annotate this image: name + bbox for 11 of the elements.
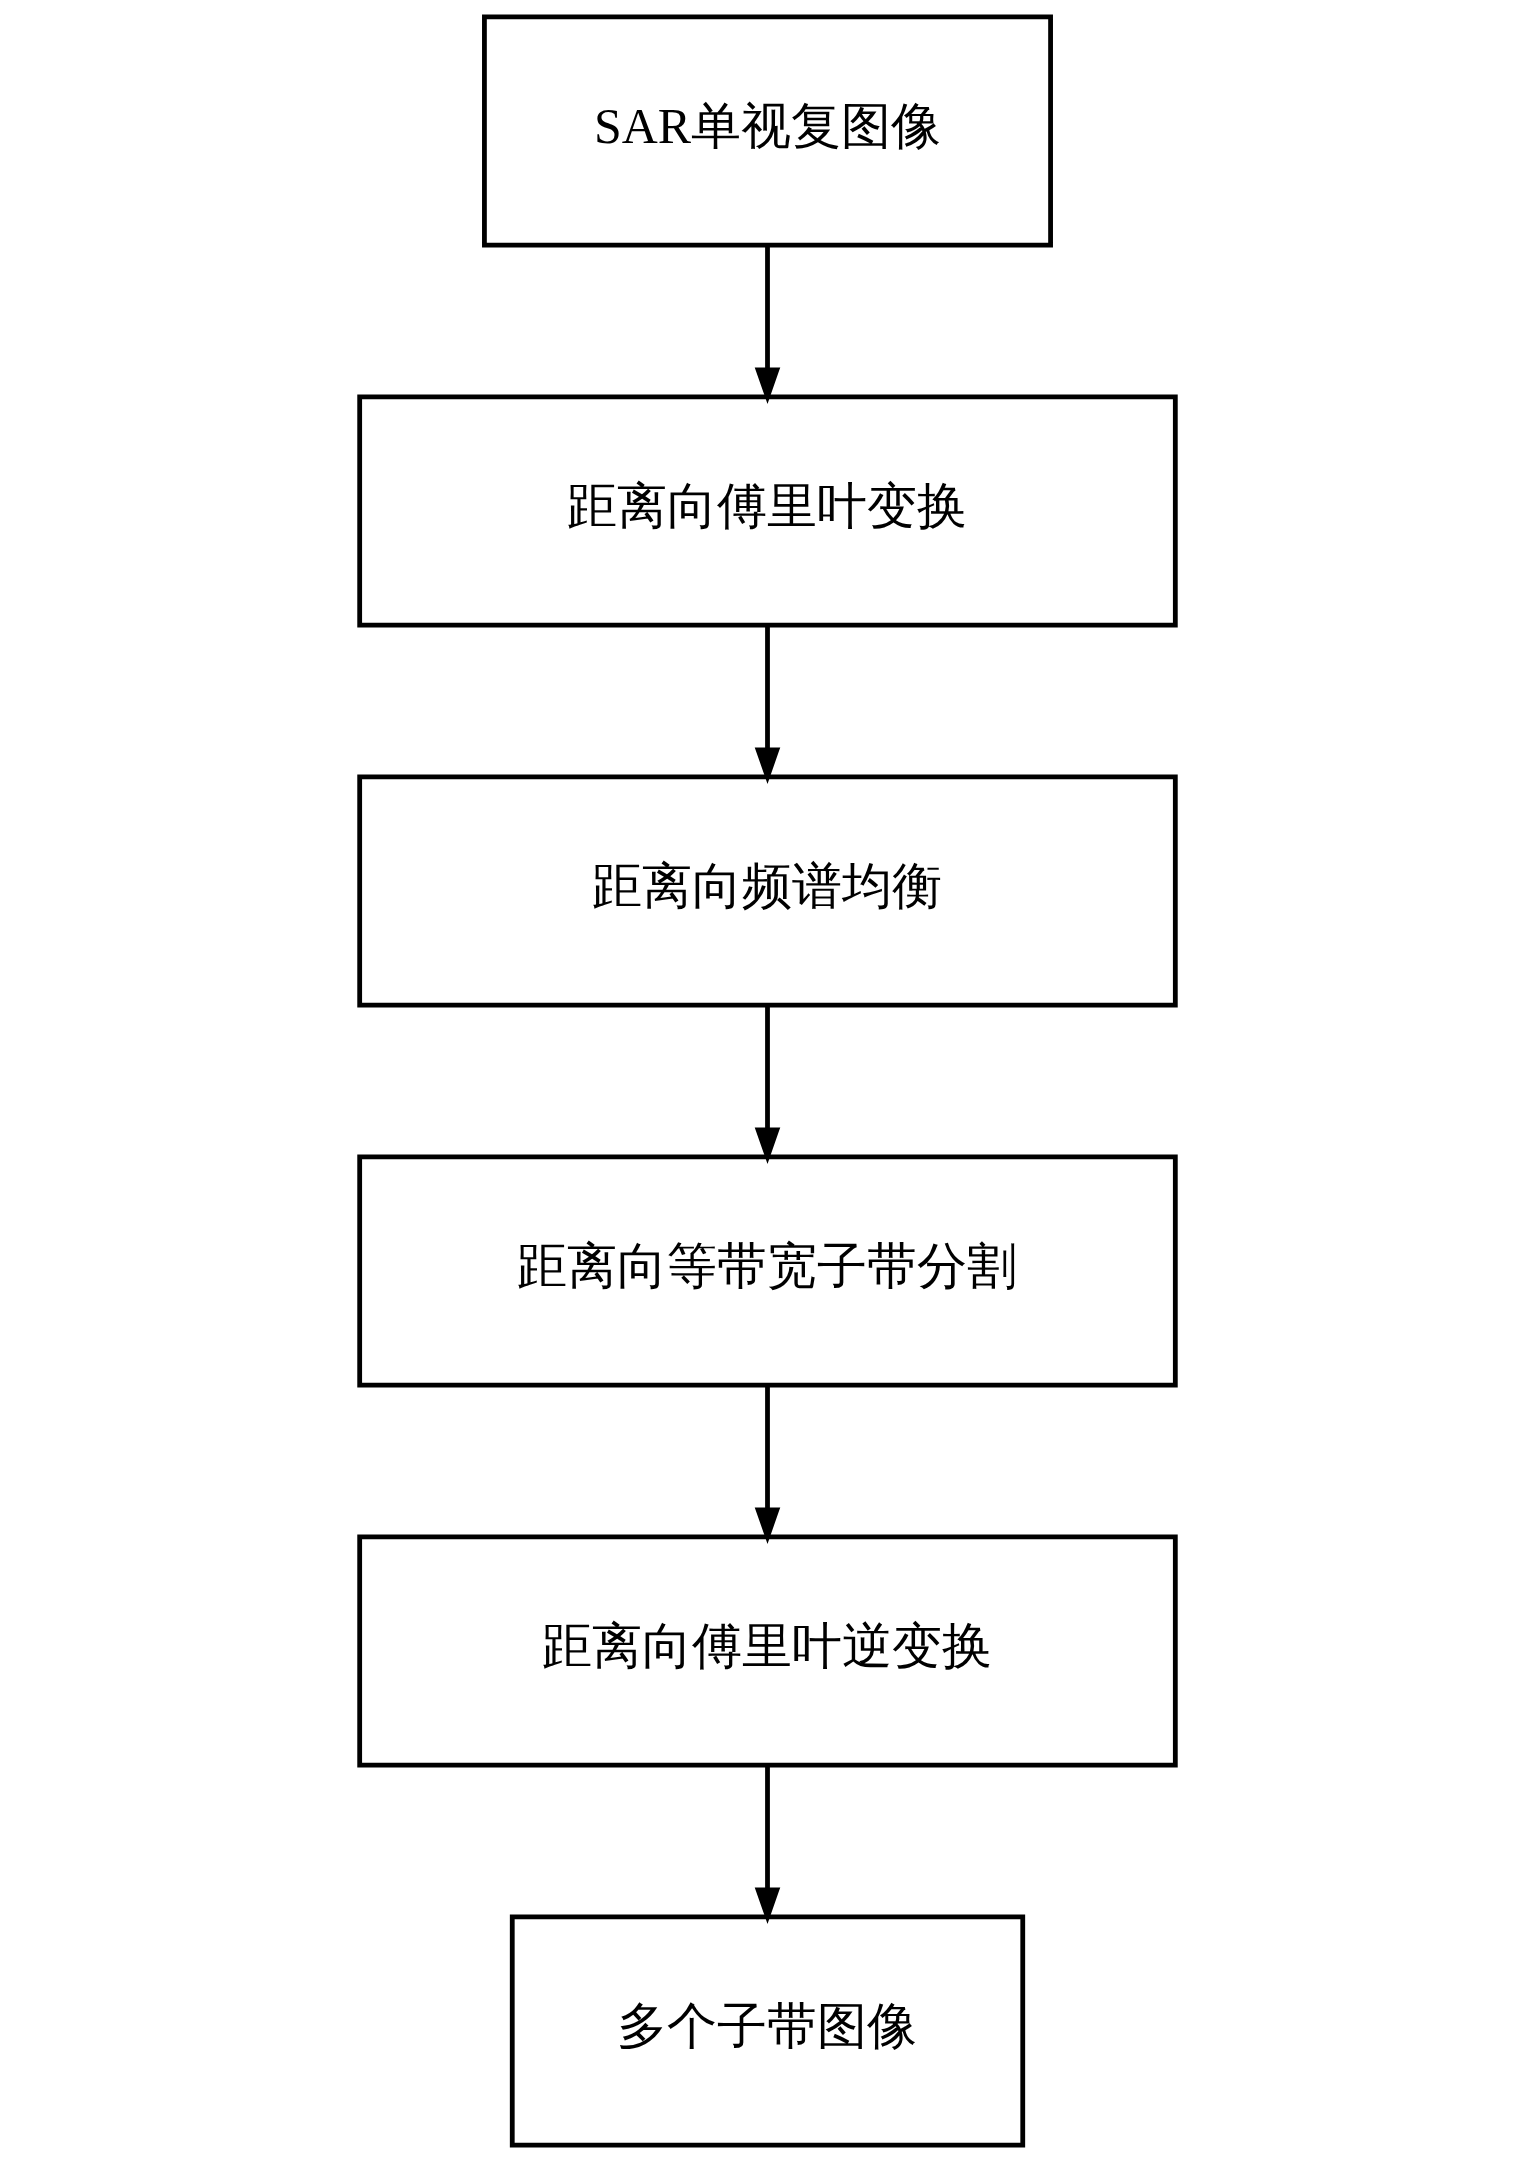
arrow	[754, 1385, 781, 1544]
node-box: 距离向傅里叶逆变换	[357, 1534, 1178, 1768]
arrow	[754, 625, 781, 784]
node-box: 距离向等带宽子带分割	[357, 1154, 1178, 1388]
node-box: 多个子带图像	[509, 1914, 1026, 2148]
node-box: 距离向傅里叶变换	[357, 394, 1178, 628]
node-box: 距离向频谱均衡	[357, 774, 1178, 1008]
arrow	[754, 1005, 781, 1164]
arrow	[754, 245, 781, 404]
arrow	[754, 1765, 781, 1924]
node-box: SAR单视复图像	[482, 14, 1053, 248]
